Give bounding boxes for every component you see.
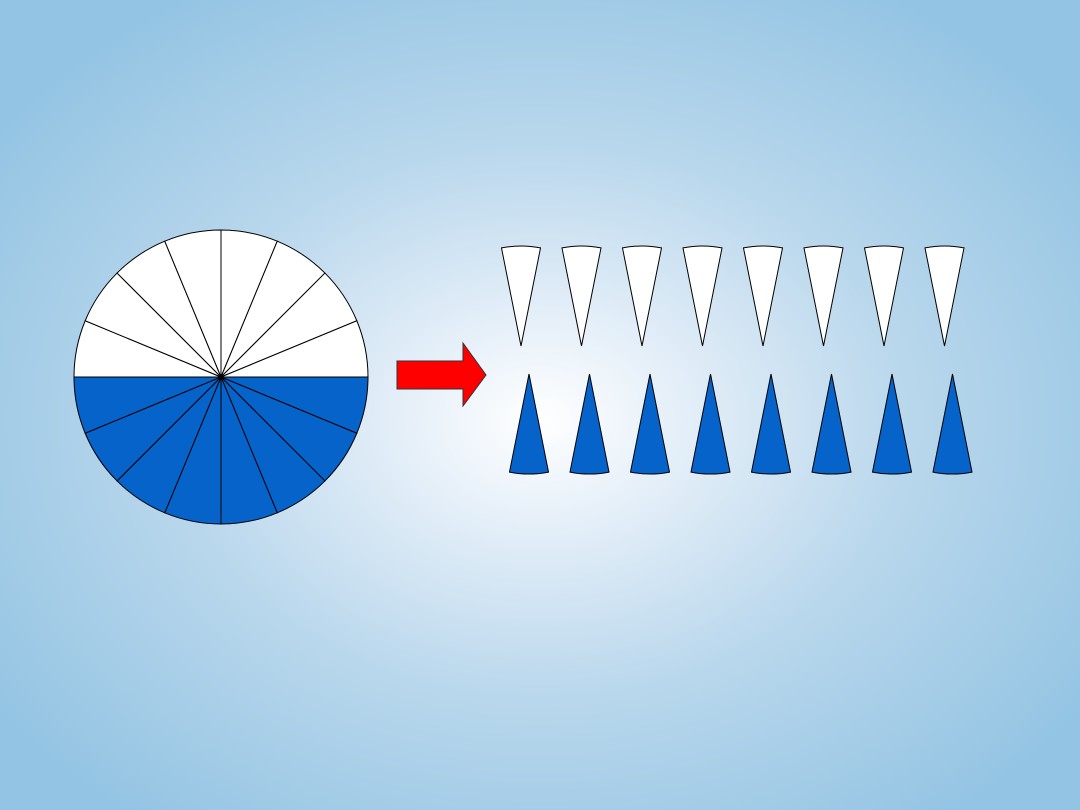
blue-row-sector — [690, 373, 731, 475]
white-row-sector — [682, 245, 723, 347]
blue-row-sector — [750, 373, 792, 475]
white-row-sector — [561, 245, 602, 347]
blue-row-sector — [629, 373, 671, 475]
blue-row-sector — [569, 373, 610, 475]
red-arrow-shape — [396, 341, 487, 408]
white-sector-row — [500, 245, 965, 347]
blue-sector-row — [508, 373, 973, 475]
white-row-sector — [924, 245, 965, 347]
white-row-sector — [803, 245, 844, 347]
blue-row-sector — [508, 373, 550, 475]
white-row-sector — [621, 245, 663, 347]
blue-row-sector — [871, 373, 913, 475]
white-row-sector — [500, 245, 542, 347]
blue-row-sector — [932, 373, 973, 475]
white-row-sector — [863, 245, 905, 347]
blue-row-sector — [811, 373, 852, 475]
white-row-sector — [742, 245, 784, 347]
sector-circle — [73, 229, 369, 525]
right-arrow — [396, 341, 487, 408]
blue-circle-sector — [73, 376, 222, 434]
